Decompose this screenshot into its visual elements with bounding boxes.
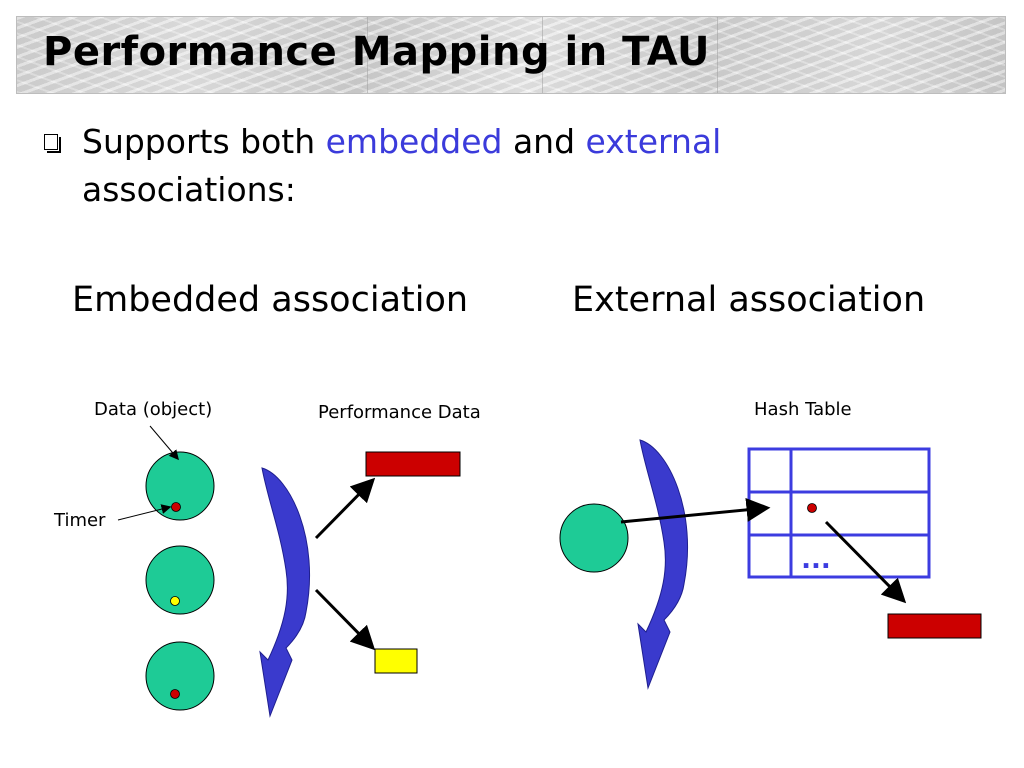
performance-data-external [887,613,982,639]
object-circle [145,451,215,521]
hash-table-ellipsis: ... [801,545,831,575]
title-bar-divider [542,17,543,93]
title-bar: Performance Mapping in TAU [16,16,1006,94]
object-circle [145,641,215,711]
map-arrow-to-yellow [314,588,376,651]
heading-external: External association [572,280,926,320]
object-circle [559,503,629,573]
label-data-object: Data (object) [94,399,213,420]
bullet-text: Supports both embedded and external asso… [82,118,882,214]
map-arrow-to-red [314,477,376,540]
performance-data-red [365,451,461,477]
object-circle [145,545,215,615]
bullet-suffix: associations: [82,170,296,209]
title-bar-divider [717,17,718,93]
mapping-curved-arrow [259,467,310,718]
heading-embedded: Embedded association [72,280,469,320]
callout-data-line [149,425,179,461]
map-arrow-to-external-data [824,520,907,604]
page-title: Performance Mapping in TAU [43,29,711,75]
timer-dot-yellow [170,596,180,606]
table-entry-dot [807,503,817,513]
label-performance-data: Performance Data [318,402,481,423]
bullet-prefix: Supports both [82,122,326,161]
mapping-curved-arrow [637,439,688,690]
timer-dot-red [171,502,181,512]
hash-table [747,447,931,579]
callout-timer-line [117,504,172,521]
performance-data-yellow [374,648,418,674]
title-bar-divider [367,17,368,93]
term-embedded: embedded [325,122,503,161]
bullet-box-icon [44,134,61,153]
term-external: external [585,122,722,161]
map-arrow-to-table [620,497,771,524]
label-hash-table: Hash Table [754,399,852,420]
label-timer: Timer [54,510,106,531]
timer-dot-red [170,689,180,699]
bullet-middle: and [502,122,586,161]
